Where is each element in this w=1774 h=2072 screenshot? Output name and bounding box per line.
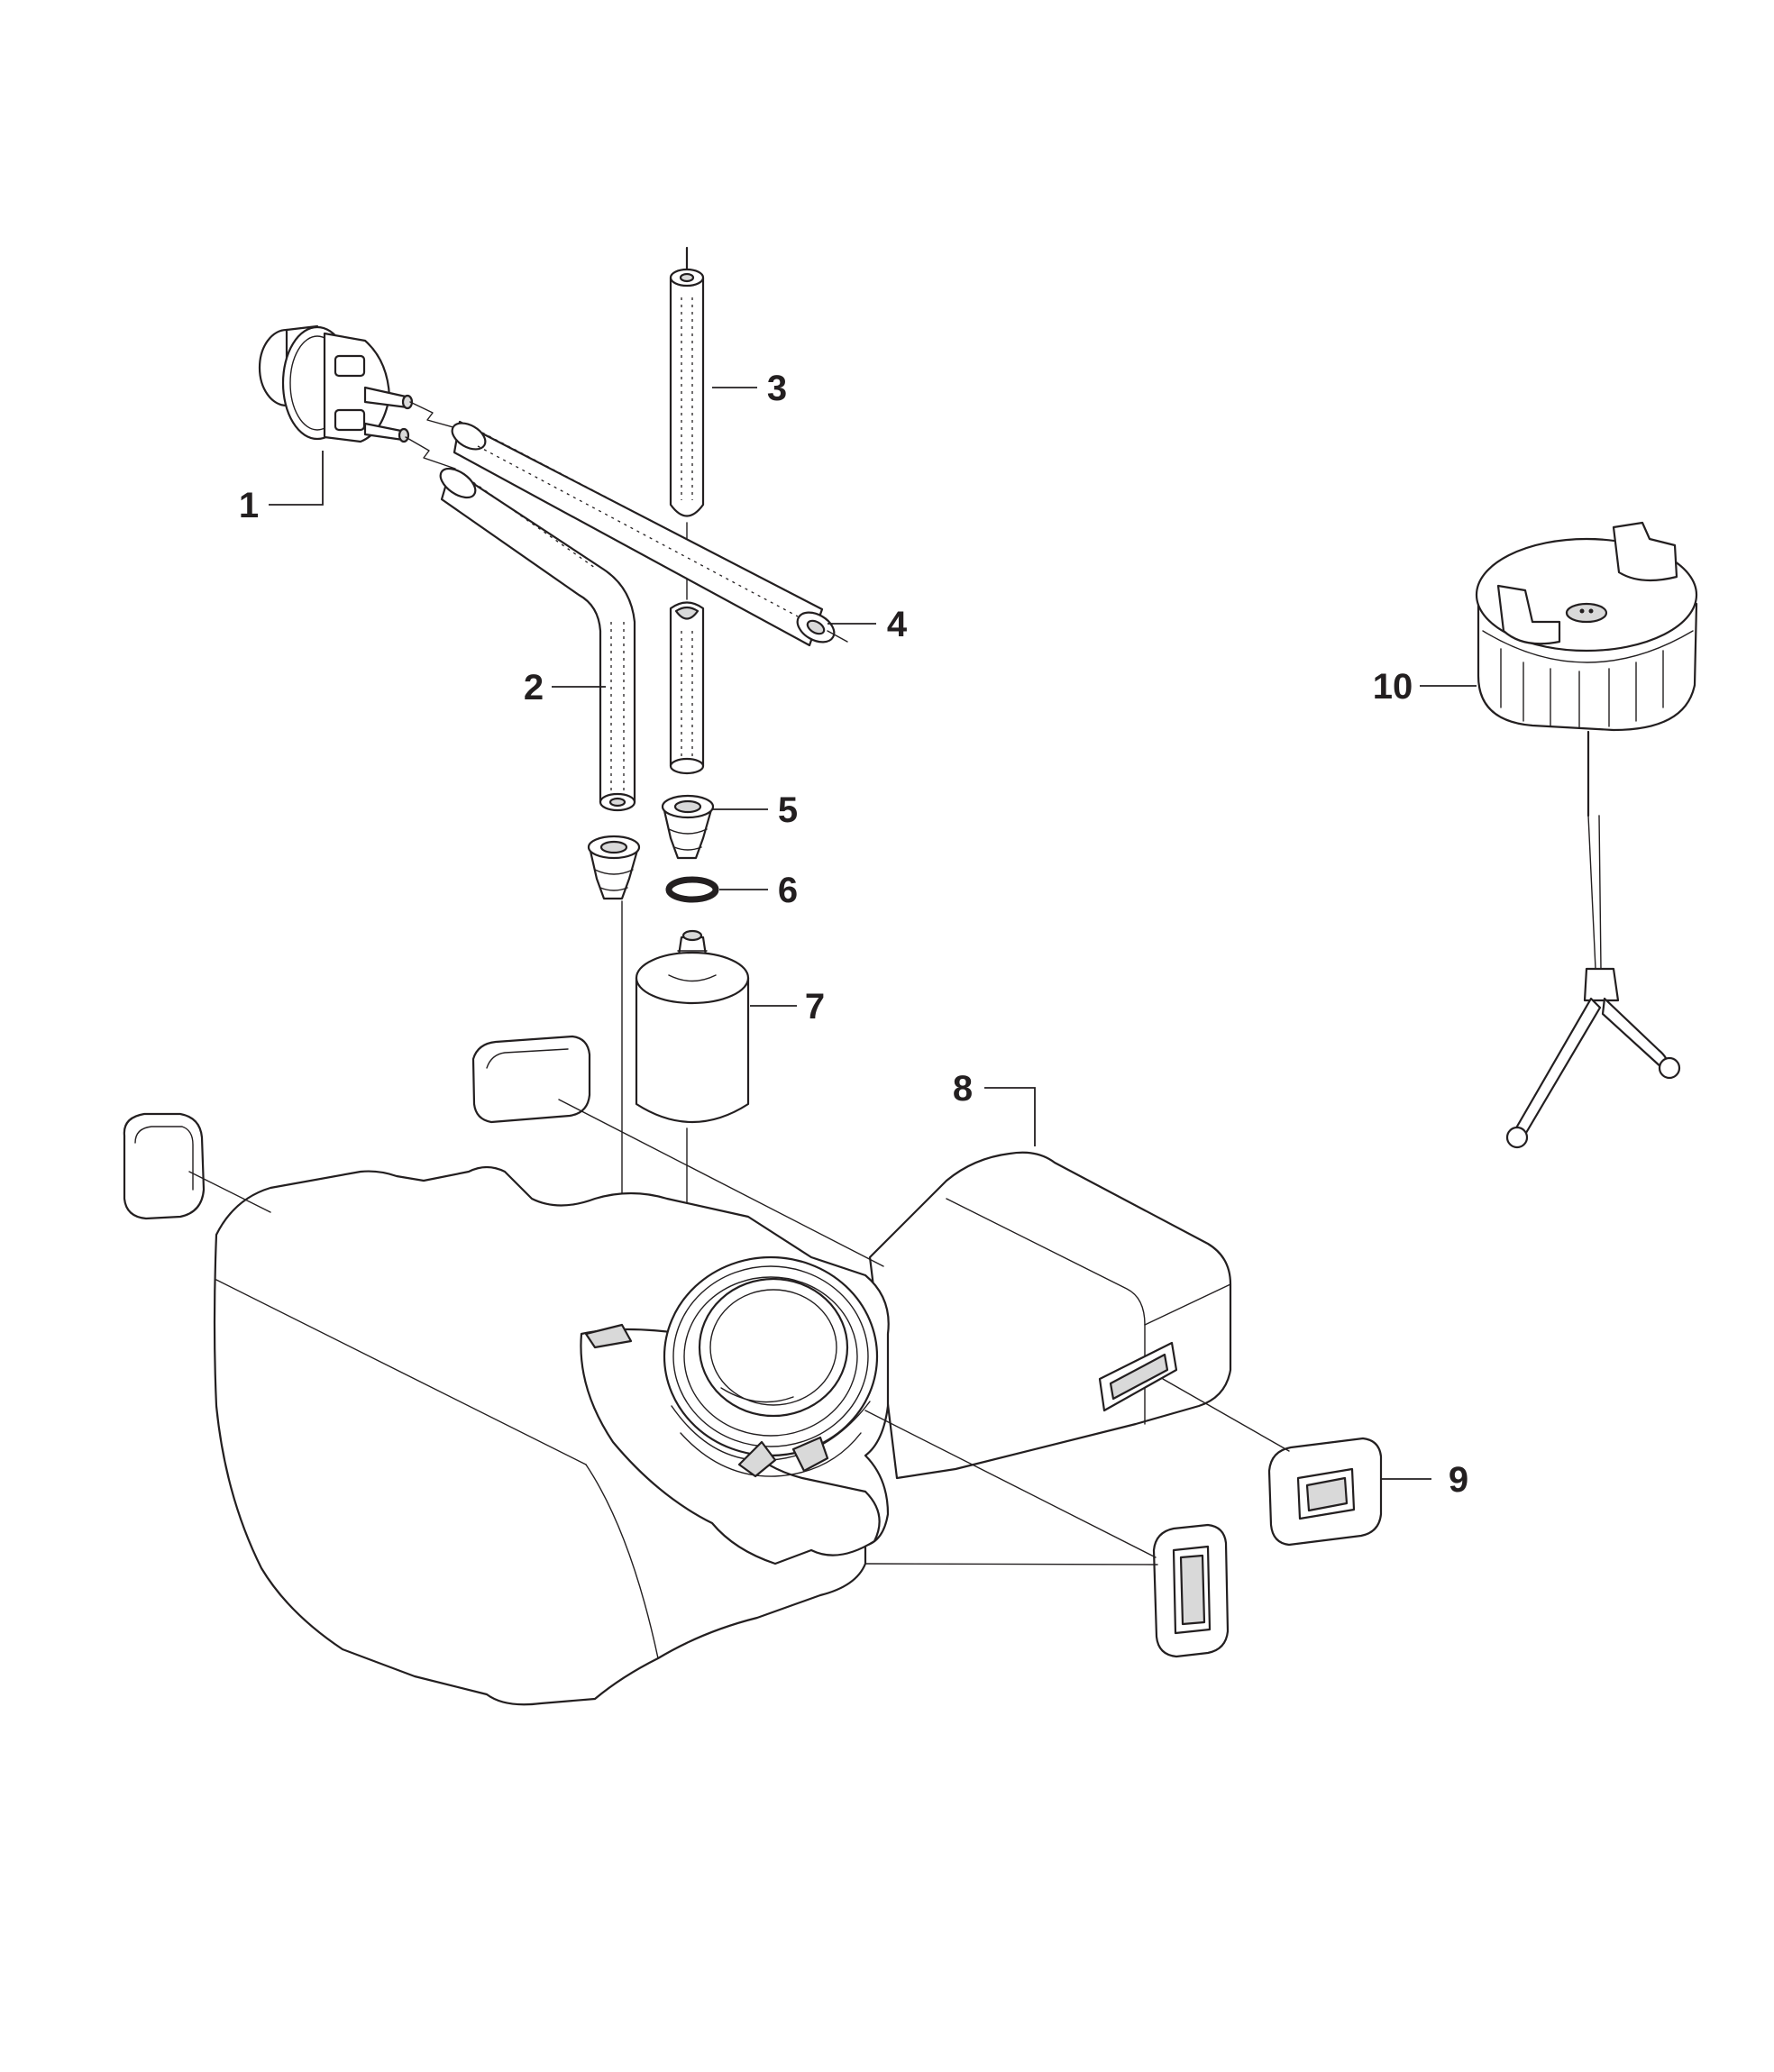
part-9-mount-bottom[interactable]: [864, 1410, 1230, 1658]
part-9-mount-right[interactable]: [1162, 1378, 1383, 1547]
callout-2: 2: [524, 668, 544, 707]
part-3-lower-hose[interactable]: [669, 601, 705, 775]
leader-lines: [269, 387, 1477, 1480]
part-7-fuel-filter[interactable]: [635, 929, 750, 1317]
part-5-grommet-left[interactable]: [587, 835, 641, 900]
callout-8: 8: [953, 1069, 973, 1109]
callout-7: 7: [805, 987, 825, 1027]
callout-4: 4: [887, 605, 908, 644]
callout-1: 1: [239, 486, 259, 525]
callout-3: 3: [767, 369, 787, 408]
callout-9: 9: [1449, 1460, 1468, 1500]
part-1-valve[interactable]: [258, 324, 461, 470]
part-9-mount-top[interactable]: [471, 1035, 884, 1267]
callout-6: 6: [778, 871, 798, 910]
part-9-mount-left[interactable]: [123, 1112, 271, 1220]
callout-5: 5: [778, 790, 798, 830]
part-8-fuel-tank[interactable]: [213, 1151, 1232, 1706]
callout-10: 10: [1373, 667, 1413, 707]
part-10-fuel-cap[interactable]: [1475, 521, 1698, 1149]
part-3-vent-tube[interactable]: [669, 246, 705, 600]
part-4-fuel-hose[interactable]: [448, 418, 848, 649]
part-5-grommet-right[interactable]: [661, 794, 715, 860]
part-6-o-ring[interactable]: [665, 876, 719, 903]
callout-labels: 1 2 3 4 5 6 7 8 9 10: [239, 369, 1468, 1500]
part-2-fuel-hose[interactable]: [435, 463, 636, 812]
